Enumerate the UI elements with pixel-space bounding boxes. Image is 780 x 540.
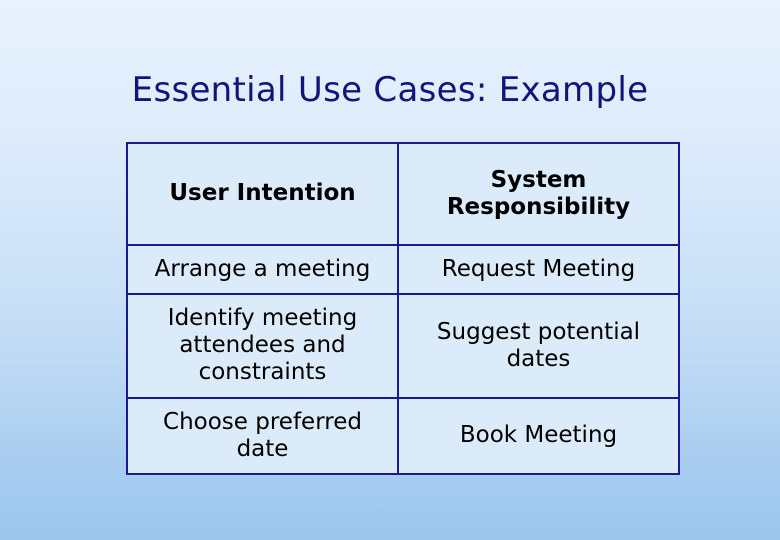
cell-user-intention: Arrange a meeting — [126, 243, 399, 296]
cell-user-intention-text: Arrange a meeting — [154, 256, 371, 282]
use-case-table-wrapper: User Intention System Responsibility Arr… — [126, 142, 680, 475]
cell-system-responsibility-text: Book Meeting — [459, 422, 618, 449]
table-row: Identify meeting attendees and constrain… — [126, 293, 680, 399]
cell-user-intention: Choose preferred date — [126, 396, 399, 475]
page-title: Essential Use Cases: Example — [131, 70, 649, 110]
cell-user-intention-text: Identify meeting attendees and constrain… — [167, 305, 358, 386]
column-header-system-responsibility-label: System Responsibility — [446, 166, 631, 220]
cell-system-responsibility: Request Meeting — [397, 243, 680, 296]
cell-user-intention: Identify meeting attendees and constrain… — [126, 293, 399, 399]
cell-system-responsibility-text: Suggest potential dates — [436, 318, 641, 372]
use-case-table: User Intention System Responsibility Arr… — [126, 142, 680, 475]
column-header-user-intention-label: User Intention — [169, 180, 356, 207]
cell-system-responsibility-text: Request Meeting — [441, 256, 636, 282]
table-row: Choose preferred date Book Meeting — [126, 396, 680, 475]
table-header-row: User Intention System Responsibility — [126, 142, 680, 246]
cell-system-responsibility: Suggest potential dates — [397, 293, 680, 399]
column-header-user-intention: User Intention — [126, 142, 399, 246]
cell-system-responsibility: Book Meeting — [397, 396, 680, 475]
table-row: Arrange a meeting Request Meeting — [126, 243, 680, 296]
column-header-system-responsibility: System Responsibility — [397, 142, 680, 246]
cell-user-intention-text: Choose preferred date — [163, 408, 362, 462]
